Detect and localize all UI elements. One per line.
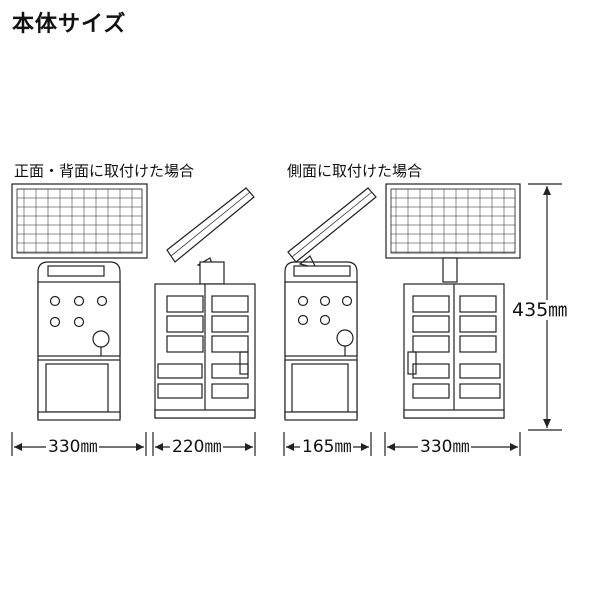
side-mount-side-view [385,183,521,419]
solar-panel-front [11,183,148,259]
front-mount-side-view [154,187,256,419]
solar-panel-tilted [166,187,255,263]
housing-slats [407,295,501,399]
indicator-lamps [49,295,108,328]
dimension-front-depth: 220㎜ [170,437,224,457]
dimension-side-width: 165㎜ [300,437,354,457]
indicator-lamps [297,295,353,326]
key-switch-icon [92,330,110,356]
front-mount-front-view [11,183,148,421]
caption-side-mount: 側面に取付けた場合 [287,162,423,180]
dimension-front-width: 330㎜ [46,437,100,457]
dimension-height: 435㎜ [510,299,570,321]
housing-slats [157,295,249,399]
key-switch-icon [336,329,354,356]
solar-panel-front [385,183,521,259]
solar-panel-tilted [287,187,377,263]
page-title: 本体サイズ [12,12,127,37]
caption-front-back-mount: 正面・背面に取付けた場合 [14,162,195,180]
dimension-side-depth: 330㎜ [418,437,472,457]
side-mount-front-view [284,187,377,421]
